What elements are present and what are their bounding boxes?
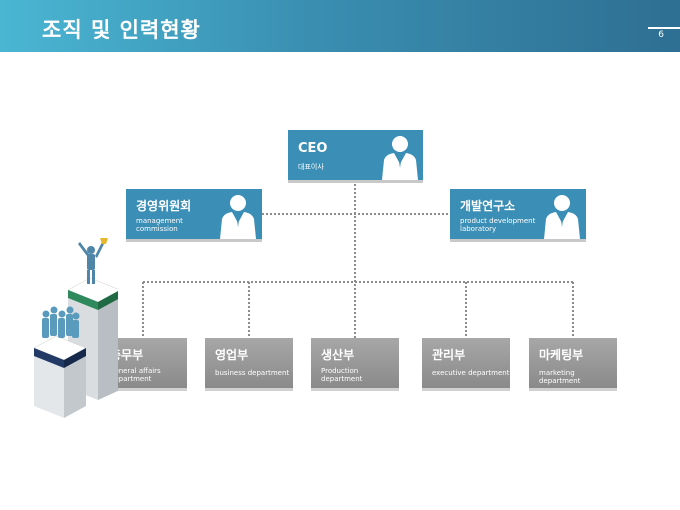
trophy-icon [100, 238, 108, 244]
department-subtitle: general affairs department [110, 367, 161, 383]
department-box: 마케팅부 marketing department [529, 338, 617, 388]
podium-illustration [33, 238, 118, 418]
development-laboratory-box: 개발연구소 product development laboratory [450, 189, 586, 239]
department-box: 관리부 executive department [422, 338, 510, 388]
page-title: 조직 및 인력현황 [42, 18, 201, 42]
page-number: 6 [658, 30, 664, 40]
department-title: 영업부 [215, 348, 249, 362]
team-figures [42, 306, 80, 338]
businessman-icon [382, 136, 418, 180]
department-box: 영업부 business department [205, 338, 293, 388]
department-box: 생산부 Production department [311, 338, 399, 388]
development-laboratory-title: 개발연구소 [460, 199, 516, 213]
management-commission-title: 경영위원회 [136, 199, 192, 213]
department-subtitle: business department [215, 369, 290, 377]
department-title: 총무부 [110, 348, 144, 362]
department-subtitle: executive department [432, 369, 510, 377]
department-title: 관리부 [432, 348, 466, 362]
ceo-title: CEO [298, 141, 328, 156]
ceo-subtitle: 대표이사 [298, 163, 324, 171]
development-laboratory-subtitle: product development laboratory [460, 217, 536, 233]
department-subtitle: Production department [321, 367, 363, 383]
department-title: 생산부 [321, 348, 355, 362]
header-bar: 조직 및 인력현황 6 [0, 0, 680, 52]
businessman-icon [544, 195, 580, 239]
winner-figure [78, 242, 104, 284]
management-commission-subtitle: management commission [136, 217, 183, 233]
businessman-icon [220, 195, 256, 239]
page-number-rule [648, 27, 680, 29]
department-title: 마케팅부 [539, 348, 584, 362]
management-commission-box: 경영위원회 management commission [126, 189, 262, 239]
department-subtitle: marketing department [539, 369, 581, 385]
ceo-box: CEO 대표이사 [288, 130, 423, 180]
